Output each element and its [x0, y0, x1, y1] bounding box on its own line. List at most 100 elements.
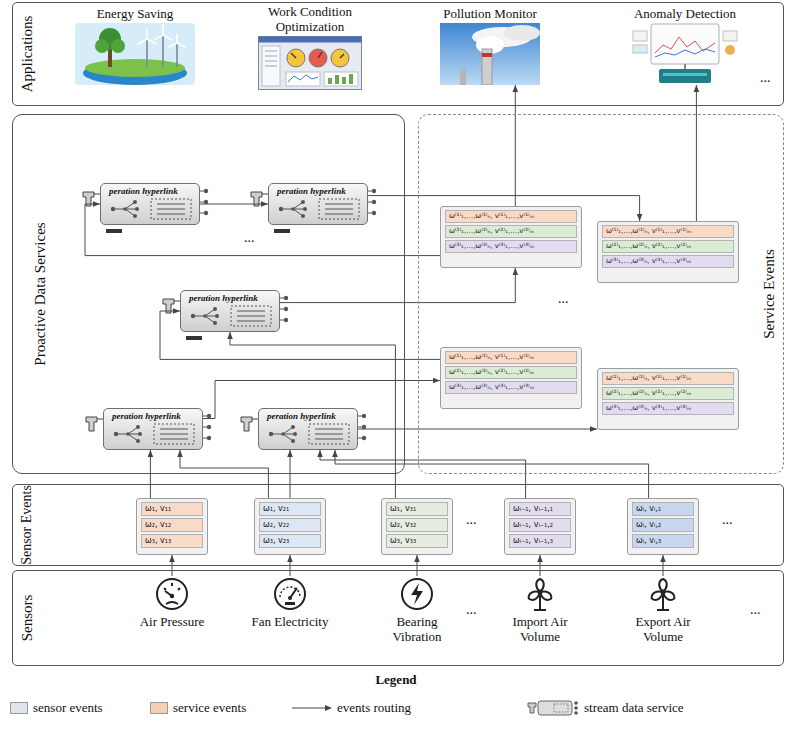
- sensor-event-card: ω₁, v₂₁ ω₂, v₂₂ ω₃, v₂₃: [254, 498, 326, 555]
- sensor-event-card: ω₁, v₁₁ ω₂, v₁₂ ω₃, v₁₃: [136, 498, 208, 555]
- output-port: [372, 189, 376, 193]
- legend-service-body: [538, 701, 572, 715]
- layer-panel: Service Eventsω⁽¹⁾₁,…,ω⁽¹⁾ₙ, v⁽¹⁾₁,…,v⁽¹…: [418, 114, 784, 474]
- legend-title: Legend: [375, 672, 416, 688]
- event-row: ω₁, v₁₁: [141, 502, 203, 516]
- service-bar: [274, 229, 290, 233]
- event-row: ωᵢ, vᵢ,₁: [632, 502, 694, 516]
- ellipsis-mark: ...: [466, 512, 477, 528]
- stream-data-service: peration hyperlink: [180, 290, 280, 332]
- band-label: Sensors: [19, 595, 36, 642]
- event-row: ω⁽³⁾₁,…,ω⁽³⁾ₙ, v⁽³⁾₁,…,v⁽³⁾ₘ: [602, 402, 734, 415]
- event-row: ω₂, v₂₂: [259, 518, 321, 532]
- service-name: peration hyperlink: [277, 186, 363, 197]
- band-label: Applications: [19, 16, 36, 93]
- layer-band: Applications Energy Saving Work Condition …: [12, 2, 784, 106]
- output-port: [372, 200, 376, 204]
- application-title: Work Condition Optimization: [245, 4, 375, 34]
- output-port: [207, 425, 211, 429]
- event-route: [515, 85, 516, 206]
- legend-swatch: [150, 702, 168, 714]
- output-stub: [280, 298, 284, 299]
- event-row: ω₂, v₃₂: [386, 518, 448, 532]
- legend-text: service events: [173, 700, 246, 716]
- stream-data-service: peration hyperlink: [103, 408, 203, 450]
- service-internals: [267, 422, 353, 446]
- ellipsis-mark: ...: [760, 70, 771, 86]
- event-row: ω₃, v₁₃: [141, 534, 203, 548]
- event-row: ω₃, v₂₃: [259, 534, 321, 548]
- output-port: [362, 436, 366, 440]
- sensor-icon: [399, 576, 435, 612]
- event-row: ω₁, v₂₁: [259, 502, 321, 516]
- event-row: ω⁽²⁾₁,…,ω⁽²⁾ₙ, v⁽²⁾₁,…,v⁽²⁾ₘ: [445, 366, 577, 379]
- input-plug: [241, 417, 252, 431]
- output-stub: [200, 191, 204, 192]
- legend-route-sample: [292, 708, 328, 709]
- ellipsis-mark: ...: [244, 230, 255, 246]
- sensor-icon: [154, 576, 190, 612]
- event-row: ω⁽²⁾₁,…,ω⁽²⁾ₙ, v⁽²⁾₁,…,v⁽²⁾ₘ: [602, 240, 734, 253]
- output-stub: [200, 202, 204, 203]
- event-row: ω⁽³⁾₁,…,ω⁽³⁾ₙ, v⁽³⁾₁,…,v⁽³⁾ₘ: [445, 381, 577, 394]
- sensor-item: Export Air Volume: [623, 576, 703, 644]
- stream-data-service: peration hyperlink: [100, 183, 200, 225]
- output-port: [207, 436, 211, 440]
- event-route: [290, 450, 291, 498]
- band-label: Proactive Data Services: [32, 222, 49, 365]
- application-title: Anomaly Detection: [615, 6, 755, 21]
- event-row: ω⁽²⁾₁,…,ω⁽²⁾ₙ, v⁽²⁾₁,…,v⁽²⁾ₘ: [445, 225, 577, 238]
- output-stub: [368, 213, 372, 214]
- band-label: Sensor Events: [19, 485, 34, 565]
- event-row: ω⁽¹⁾₁,…,ω⁽¹⁾ₙ, v⁽¹⁾₁,…,v⁽¹⁾ₘ: [602, 372, 734, 385]
- event-row: ω₁, v₃₁: [386, 502, 448, 516]
- ellipsis-mark: ...: [750, 602, 761, 618]
- layer-band: SensorsAir PressureFan ElectricityBearin…: [12, 570, 784, 666]
- event-row: ω⁽¹⁾₁,…,ω⁽¹⁾ₙ, v⁽¹⁾₁,…,v⁽¹⁾ₘ: [602, 225, 734, 238]
- sensor-icon: [645, 576, 681, 612]
- stream-data-service: peration hyperlink: [268, 183, 368, 225]
- output-port: [207, 414, 211, 418]
- event-row: ω⁽¹⁾₁,…,ω⁽¹⁾ₙ, v⁽¹⁾₁,…,v⁽¹⁾ₘ: [445, 351, 577, 364]
- event-route: [180, 450, 268, 498]
- sensor-item: Import Air Volume: [500, 576, 580, 644]
- sensor-item: Fan Electricity: [250, 576, 330, 629]
- output-stub: [200, 213, 204, 214]
- service-event-card: ω⁽¹⁾₁,…,ω⁽¹⁾ₙ, v⁽¹⁾₁,…,v⁽¹⁾ₘ ω⁽²⁾₁,…,ω⁽²⁾…: [597, 221, 739, 283]
- sensor-name: Bearing Vibration: [377, 614, 457, 644]
- sensor-name: Fan Electricity: [250, 614, 330, 629]
- service-event-card: ω⁽¹⁾₁,…,ω⁽¹⁾ₙ, v⁽¹⁾₁,…,v⁽¹⁾ₘω⁽²⁾₁,…,ω⁽²⁾…: [597, 368, 739, 430]
- event-row: ωᵢ, vᵢ,₂: [632, 518, 694, 532]
- legend-route-head: [325, 705, 332, 711]
- event-row: ω₂, v₁₂: [141, 518, 203, 532]
- ellipsis-mark: ...: [558, 291, 569, 307]
- service-bar: [186, 336, 202, 340]
- service-event-card: ω⁽¹⁾₁,…,ω⁽¹⁾ₙ, v⁽¹⁾₁,…,v⁽¹⁾ₘ ω⁽²⁾₁,…,ω⁽²⁾…: [440, 347, 582, 409]
- output-stub: [203, 416, 207, 417]
- application-title: Pollution Monitor: [430, 6, 550, 21]
- sensor-icon: [522, 576, 558, 612]
- event-route: [280, 268, 515, 303]
- sensor-name: Export Air Volume: [623, 614, 703, 644]
- event-row: ωᵢ₋₁, vᵢ₋₁,₂: [509, 518, 571, 532]
- service-internals: [112, 422, 198, 446]
- service-internals: [189, 304, 275, 328]
- service-internals: [109, 197, 195, 221]
- ellipsis-mark: ...: [466, 602, 477, 618]
- output-stub: [358, 438, 362, 439]
- output-port: [284, 296, 288, 300]
- event-route: [320, 450, 526, 498]
- service-name: peration hyperlink: [189, 293, 275, 304]
- application-item: Energy Saving: [70, 6, 200, 85]
- sensor-name: Import Air Volume: [500, 614, 580, 644]
- event-route: [358, 429, 597, 430]
- service-name: peration hyperlink: [109, 186, 195, 197]
- legend-swatch: [10, 702, 28, 714]
- legend-service-inner: [554, 704, 568, 712]
- event-row: ω₃, v₃₃: [386, 534, 448, 548]
- input-plug: [86, 417, 97, 431]
- stream-data-service: peration hyperlink: [258, 408, 358, 450]
- monitor-illustration: [629, 23, 741, 85]
